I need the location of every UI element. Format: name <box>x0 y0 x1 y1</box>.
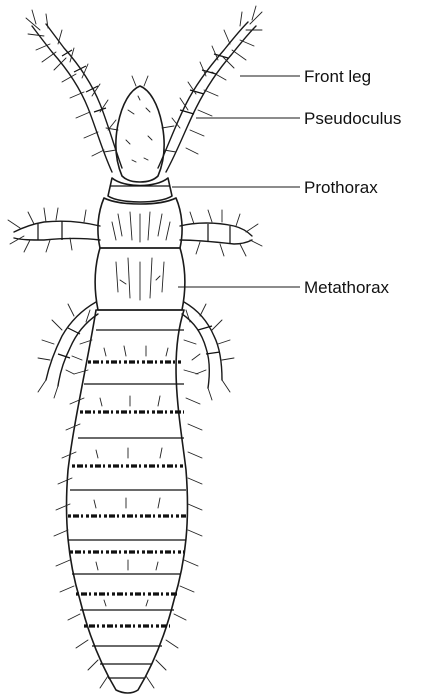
label-prothorax: Prothorax <box>304 178 378 197</box>
mesothorax-segment <box>98 198 182 248</box>
front-leg-right <box>158 22 256 172</box>
label-pseudoculus: Pseudoculus <box>304 109 401 128</box>
head <box>104 76 176 182</box>
leader-lines <box>172 76 300 287</box>
middle-leg-left <box>8 208 100 252</box>
front-leg-hairs <box>26 6 262 156</box>
label-metathorax: Metathorax <box>304 278 390 297</box>
hind-leg-right <box>182 302 234 400</box>
abdomen <box>54 310 202 693</box>
middle-leg-right <box>180 210 262 256</box>
metathorax-segment <box>95 248 185 310</box>
label-front-leg: Front leg <box>304 67 371 86</box>
